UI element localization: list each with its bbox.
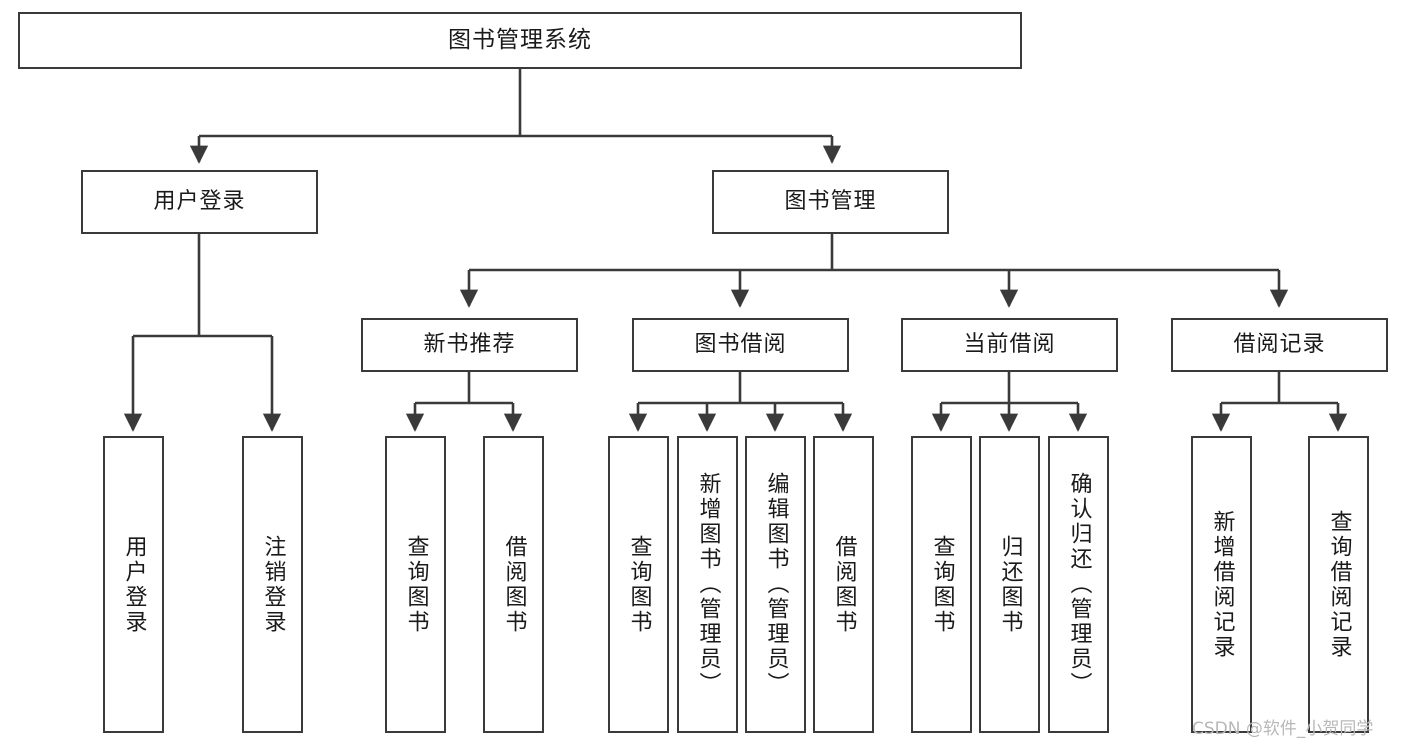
- leaf-borrow-query-book-label: 查询图书: [626, 534, 652, 635]
- csdn-watermark: CSDN @软件_小贺同学: [1192, 719, 1374, 739]
- node-current-borrow-label: 当前借阅: [963, 332, 1056, 358]
- leaf-borrow-add-book-label: 新增图书（管理员）: [695, 472, 721, 697]
- leaf-user-login-signin-label: 用户登录: [121, 534, 147, 635]
- leaf-new-book-borrow-label: 借阅图书: [501, 534, 527, 635]
- leaf-borrow-add-book[interactable]: 新增图书（管理员）: [677, 436, 738, 733]
- node-user-login-label: 用户登录: [153, 189, 246, 215]
- node-book-management-label: 图书管理: [784, 189, 877, 215]
- node-book-borrow[interactable]: 图书借阅: [632, 318, 849, 372]
- leaf-current-confirm-return[interactable]: 确认归还（管理员）: [1048, 436, 1109, 733]
- leaf-borrow-borrow-book-label: 借阅图书: [831, 534, 857, 635]
- leaf-records-query[interactable]: 查询借阅记录: [1308, 436, 1369, 733]
- leaf-user-login-signout-label: 注销登录: [260, 534, 286, 635]
- node-root-label: 图书管理系统: [448, 26, 592, 53]
- leaf-user-login-signout[interactable]: 注销登录: [242, 436, 303, 733]
- leaf-new-book-query-label: 查询图书: [403, 534, 429, 635]
- leaf-current-query-book[interactable]: 查询图书: [911, 436, 972, 733]
- node-root[interactable]: 图书管理系统: [18, 12, 1022, 69]
- node-new-book-recommend[interactable]: 新书推荐: [361, 318, 578, 372]
- leaf-user-login-signin[interactable]: 用户登录: [103, 436, 164, 733]
- leaf-records-add[interactable]: 新增借阅记录: [1191, 436, 1252, 733]
- node-current-borrow[interactable]: 当前借阅: [901, 318, 1118, 372]
- leaf-records-query-label: 查询借阅记录: [1326, 509, 1352, 660]
- node-new-book-recommend-label: 新书推荐: [423, 332, 516, 358]
- leaf-current-confirm-return-label: 确认归还（管理员）: [1066, 472, 1092, 697]
- node-user-login[interactable]: 用户登录: [81, 170, 318, 234]
- node-book-management[interactable]: 图书管理: [712, 170, 949, 234]
- leaf-current-return-book-label: 归还图书: [997, 534, 1023, 635]
- leaf-borrow-edit-book-label: 编辑图书（管理员）: [763, 472, 789, 697]
- leaf-current-query-book-label: 查询图书: [929, 534, 955, 635]
- leaf-borrow-query-book[interactable]: 查询图书: [608, 436, 669, 733]
- node-borrow-records-label: 借阅记录: [1233, 332, 1326, 358]
- leaf-borrow-edit-book[interactable]: 编辑图书（管理员）: [745, 436, 806, 733]
- leaf-new-book-borrow[interactable]: 借阅图书: [483, 436, 544, 733]
- leaf-records-add-label: 新增借阅记录: [1209, 509, 1235, 660]
- leaf-new-book-query[interactable]: 查询图书: [385, 436, 446, 733]
- leaf-borrow-borrow-book[interactable]: 借阅图书: [813, 436, 874, 733]
- node-book-borrow-label: 图书借阅: [694, 332, 787, 358]
- node-borrow-records[interactable]: 借阅记录: [1171, 318, 1388, 372]
- leaf-current-return-book[interactable]: 归还图书: [979, 436, 1040, 733]
